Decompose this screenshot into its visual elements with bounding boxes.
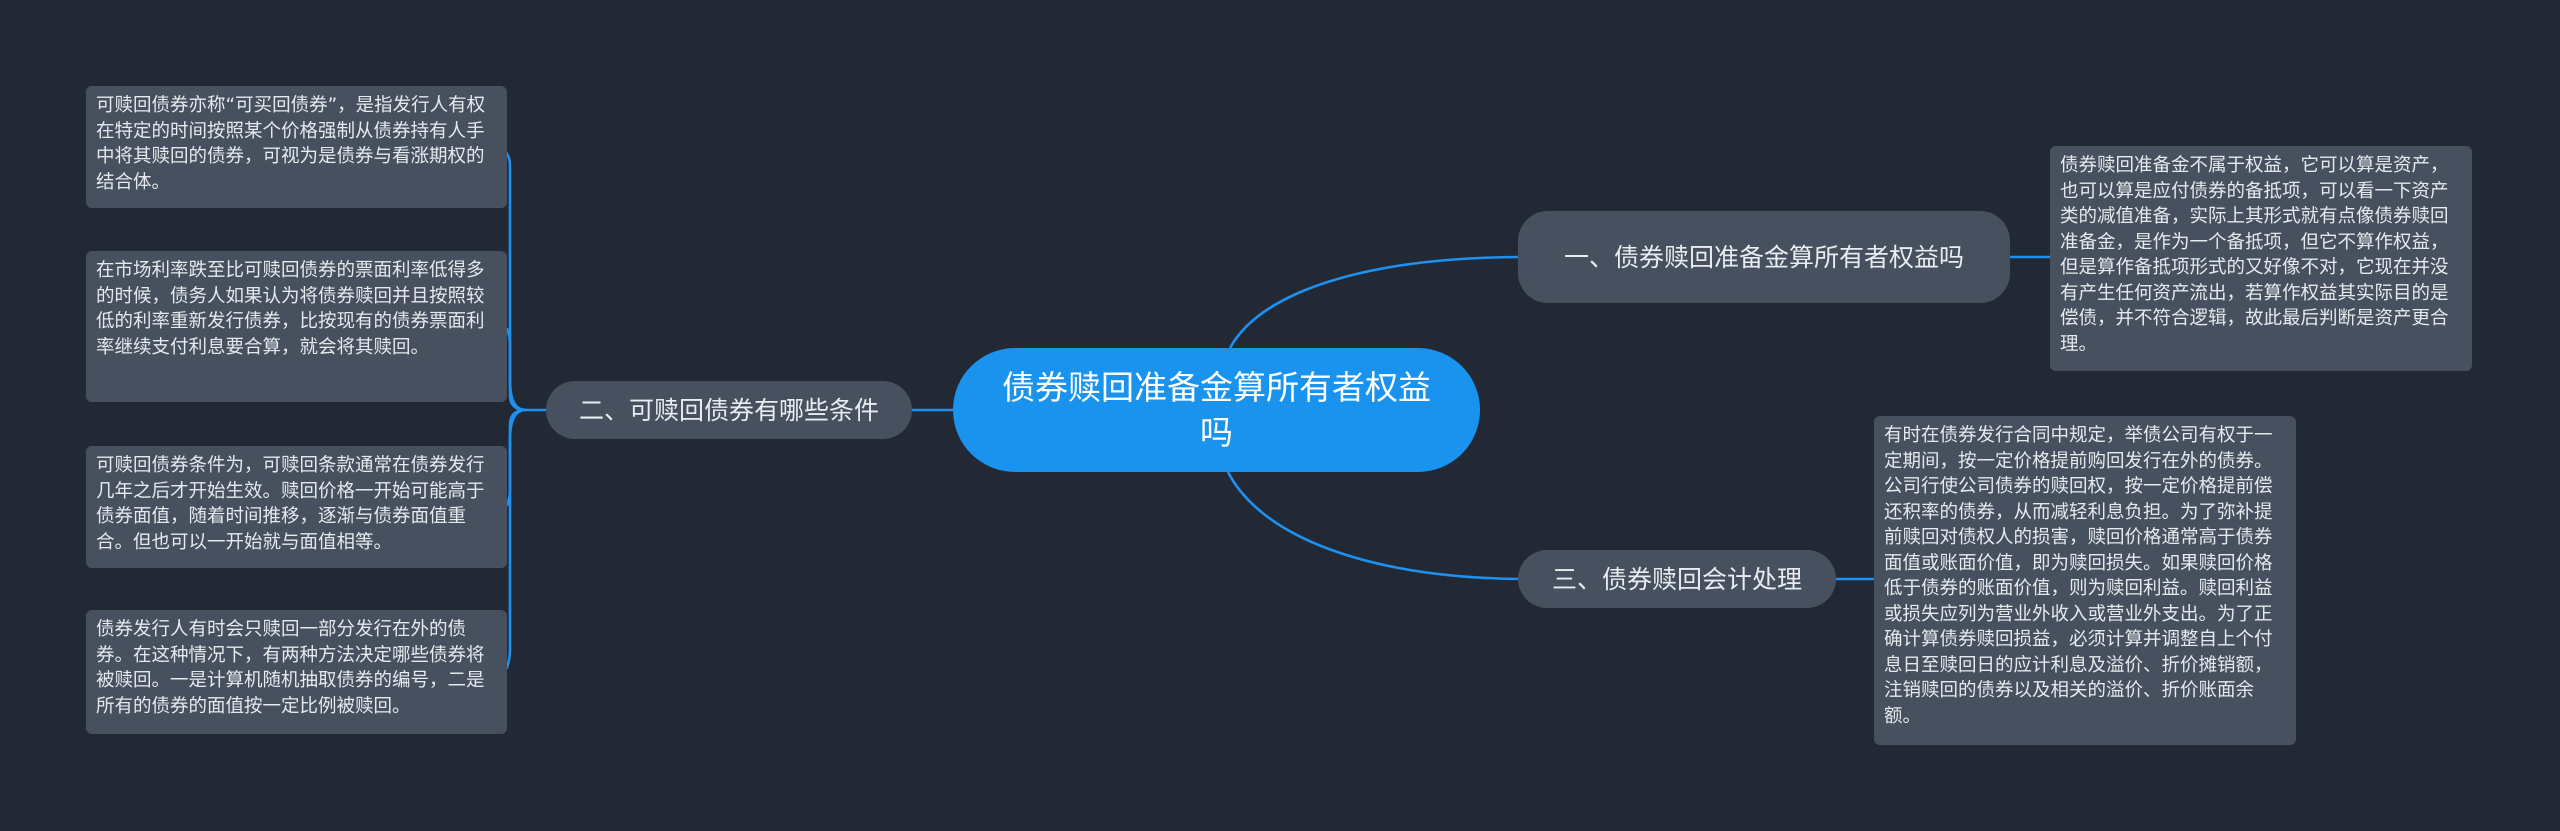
leaf-text: 债券赎回准备金不属于权益，它可以算是资产，也可以算是应付债券的备抵项，可以看一下… [2060, 155, 2449, 355]
leaf-node-b2-3: 可赎回债券条件为，可赎回条款通常在债券发行几年之后才开始生效。赎回价格一开始可能… [86, 446, 507, 568]
leaf-node-b2-1: 可赎回债券亦称“可买回债券”，是指发行人有权在特定的时间按照某个价格强制从债券持… [86, 86, 507, 208]
leaf-text: 在市场利率跌至比可赎回债券的票面利率低得多的时候，债务人如果认为将债券赎回并且按… [96, 260, 485, 358]
leaf-text: 债券发行人有时会只赎回一部分发行在外的债券。在这种情况下，有两种方法决定哪些债券… [96, 619, 485, 717]
connector-root-branch3 [1226, 471, 1519, 581]
root-node[interactable]: 债券赎回准备金算所有者权益吗 [953, 348, 1480, 472]
leaf-text: 可赎回债券亦称“可买回债券”，是指发行人有权在特定的时间按照某个价格强制从债券持… [96, 95, 486, 193]
leaf-node-b3-1: 有时在债券发行合同中规定，举债公司有权于一定期间，按一定价格提前购回发行在外的债… [1874, 416, 2296, 745]
leaf-node-b2-2: 在市场利率跌至比可赎回债券的票面利率低得多的时候，债务人如果认为将债券赎回并且按… [86, 251, 507, 402]
connector-branch2-leaf4 [505, 408, 527, 672]
leaf-text: 有时在债券发行合同中规定，举债公司有权于一定期间，按一定价格提前购回发行在外的债… [1884, 425, 2273, 727]
branch-label: 一、债券赎回准备金算所有者权益吗 [1564, 242, 1965, 272]
root-title: 债券赎回准备金算所有者权益吗 [1002, 368, 1431, 452]
branch-label: 二、可赎回债券有哪些条件 [578, 395, 879, 425]
leaf-text: 可赎回债券条件为，可赎回条款通常在债券发行几年之后才开始生效。赎回价格一开始可能… [96, 455, 485, 553]
leaf-node-b2-4: 债券发行人有时会只赎回一部分发行在外的债券。在这种情况下，有两种方法决定哪些债券… [86, 610, 507, 734]
branch-node-1[interactable]: 一、债券赎回准备金算所有者权益吗 [1518, 211, 2010, 303]
connector-root-branch1 [1228, 255, 1519, 349]
leaf-node-b1-1: 债券赎回准备金不属于权益，它可以算是资产，也可以算是应付债券的备抵项，可以看一下… [2050, 146, 2472, 371]
branch-node-3[interactable]: 三、债券赎回会计处理 [1518, 550, 1836, 608]
branch-label: 三、债券赎回会计处理 [1551, 564, 1802, 594]
branch-node-2[interactable]: 二、可赎回债券有哪些条件 [546, 381, 912, 439]
